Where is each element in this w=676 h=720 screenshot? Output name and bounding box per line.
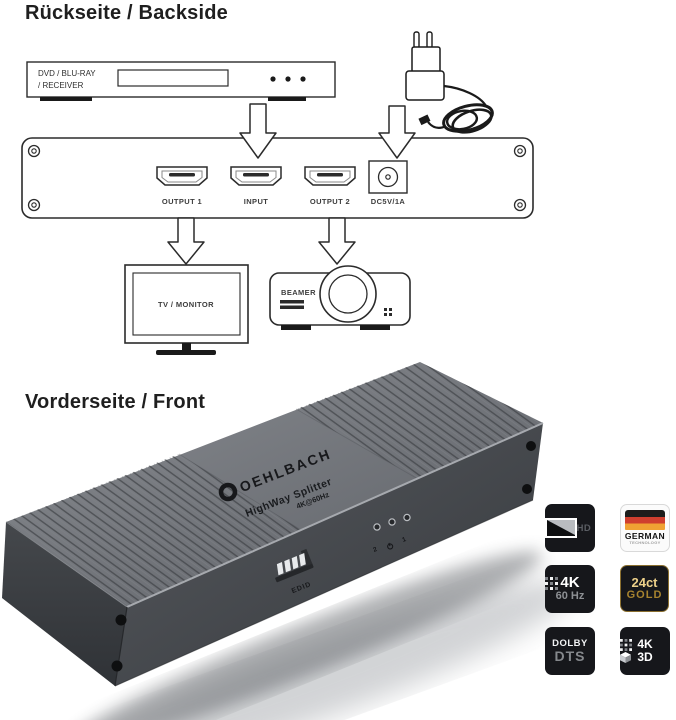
led-label-1: 1 (401, 536, 407, 544)
port-label-output1: OUTPUT 1 (162, 197, 202, 206)
badge-text: GOLD (626, 588, 663, 601)
pixel-grid-icon (620, 638, 632, 651)
badge-text: 60 Hz (555, 590, 585, 603)
hdmi-port-output1 (156, 166, 208, 186)
player-buttons (270, 76, 306, 82)
port-label-output2: OUTPUT 2 (310, 197, 350, 206)
tv-label: TV / MONITOR (158, 300, 214, 309)
badge-24ct-gold: 24ct GOLD (620, 565, 669, 612)
splitter-device: OEHLBACH HighWay Splitter 4K@60Hz EDID (2, 362, 544, 687)
led-output2 (373, 523, 381, 531)
arrow-down-icon (318, 217, 356, 265)
badge-text: 24ct (631, 574, 658, 590)
power-icon (387, 542, 394, 550)
badge-text: 3D (637, 650, 653, 664)
german-flag-icon (625, 510, 665, 531)
dvd-player: DVD / BLU-RAY / RECEIVER (26, 61, 336, 101)
badge-text: DTS (554, 647, 586, 664)
case-screws (111, 441, 536, 672)
arrow-down-icon (239, 103, 277, 159)
badge-text: 4K (637, 637, 653, 652)
beamer-projector: BEAMER (269, 265, 411, 330)
arrow-down-icon (167, 217, 205, 265)
badge-4k-3d: 4K 3D (620, 627, 670, 675)
pixel-grid-icon (545, 576, 558, 590)
display-window (117, 69, 229, 87)
badge-dolby-dts: DOLBY DTS (545, 627, 595, 675)
front-heading: Vorderseite / Front (25, 391, 206, 413)
badge-text: HD (576, 522, 592, 534)
dvd-label-line1: DVD / BLU-RAY (38, 69, 96, 78)
oehlbach-ring-icon (218, 482, 238, 502)
badge-german-technology: GERMAN TECHNOLOGY (620, 504, 670, 552)
beamer-label: BEAMER (281, 288, 316, 297)
hdmi-port-output2 (304, 166, 356, 186)
badge-4k-60hz: 4K 60 Hz (545, 565, 595, 613)
badge-text: GERMAN (624, 531, 666, 542)
badge-full-hd: FULLHD (545, 504, 595, 552)
dc-power-jack (368, 160, 408, 194)
hdmi-port-input (230, 166, 282, 186)
badge-text: 4K (560, 574, 580, 592)
port-label-power: DC5V/1A (371, 197, 406, 206)
badge-text: DOLBY (552, 637, 588, 649)
badge-text: TECHNOLOGY (629, 540, 661, 546)
power-adapter (405, 31, 494, 134)
device-front-face (115, 423, 543, 686)
splitter-device-render: OEHLBACH HighWay Splitter 4K@60Hz EDID (2, 362, 575, 720)
led-power (388, 518, 396, 526)
led-output1 (403, 513, 411, 522)
power-cable (418, 84, 494, 134)
edid-dip-switch: EDID (275, 548, 314, 595)
arrow-down-icon (378, 105, 416, 159)
panel-screws (27, 144, 527, 212)
splitter-back-panel: OUTPUT 1 INPUT OUTPUT 2 DC5V/1A (21, 137, 534, 219)
tv-monitor: TV / MONITOR (124, 264, 249, 355)
device-left-face (2, 522, 127, 686)
cube-3d-icon (620, 651, 631, 663)
backside-heading: Rückseite / Backside (25, 2, 228, 24)
dvd-label-line2: / RECEIVER (38, 81, 84, 90)
full-hd-screen-icon (545, 518, 577, 538)
device-shadow (65, 580, 575, 720)
led-indicators: 2 1 (372, 513, 411, 554)
backside-diagram: DVD / BLU-RAY / RECEIVER (21, 31, 534, 355)
port-label-input: INPUT (244, 197, 269, 206)
device-shadow (68, 551, 542, 720)
led-label-2: 2 (372, 546, 378, 554)
